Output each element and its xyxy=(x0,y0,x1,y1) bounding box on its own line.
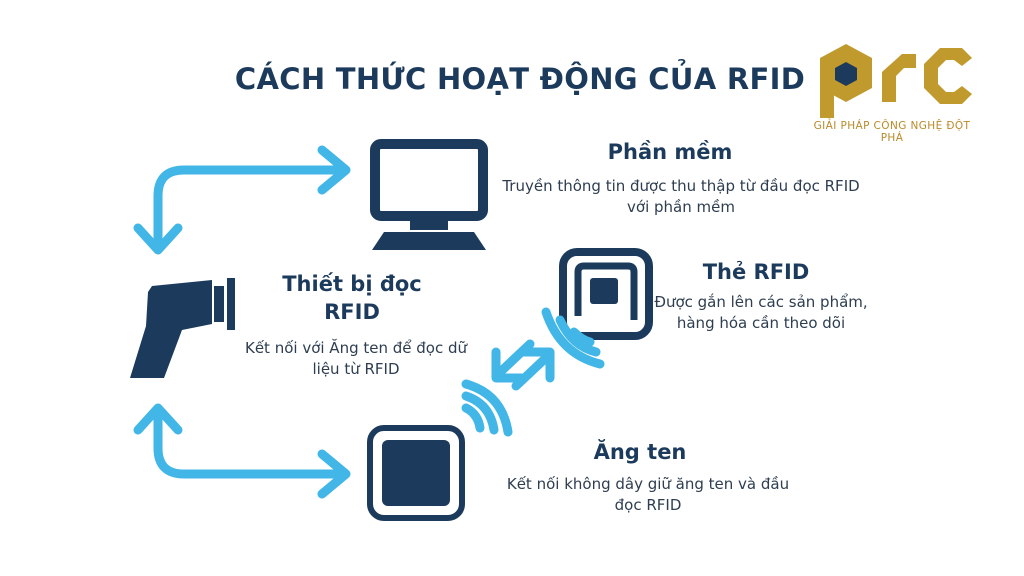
antenna-heading: Ăng ten xyxy=(593,440,687,464)
rfid-tag-icon xyxy=(559,248,653,340)
reader-description: Kết nối với Ăng ten để đọc dữ liệu từ RF… xyxy=(244,339,468,378)
antenna-signal-waves-icon xyxy=(461,379,513,437)
arrow-reader-to-antenna xyxy=(133,403,351,499)
software-heading: Phần mềm xyxy=(607,140,733,164)
reader-heading: Thiết bị đọc RFID xyxy=(282,272,422,324)
logo-caption: GIẢI PHÁP CÔNG NGHỆ ĐỘT PHÁ xyxy=(813,120,971,144)
company-logo xyxy=(820,44,972,118)
antenna-description: Kết nối không dây giữ ăng ten và đầu đọc… xyxy=(506,475,790,514)
software-description: Truyền thông tin được thu thập từ đầu đọ… xyxy=(502,177,860,216)
computer-icon xyxy=(370,139,488,250)
tag-description: Được gắn lên các sản phẩm, hàng hóa cần … xyxy=(654,293,868,332)
tag-signal-waves-icon xyxy=(541,307,605,369)
rfid-reader-icon xyxy=(130,278,235,378)
antenna-icon xyxy=(367,425,465,521)
page-title: CÁCH THỨC HOẠT ĐỘNG CỦA RFID xyxy=(234,62,806,96)
arrow-reader-to-software xyxy=(133,145,351,255)
tag-heading: Thẻ RFID xyxy=(702,260,810,284)
arrow-antenna-tag xyxy=(491,339,555,391)
